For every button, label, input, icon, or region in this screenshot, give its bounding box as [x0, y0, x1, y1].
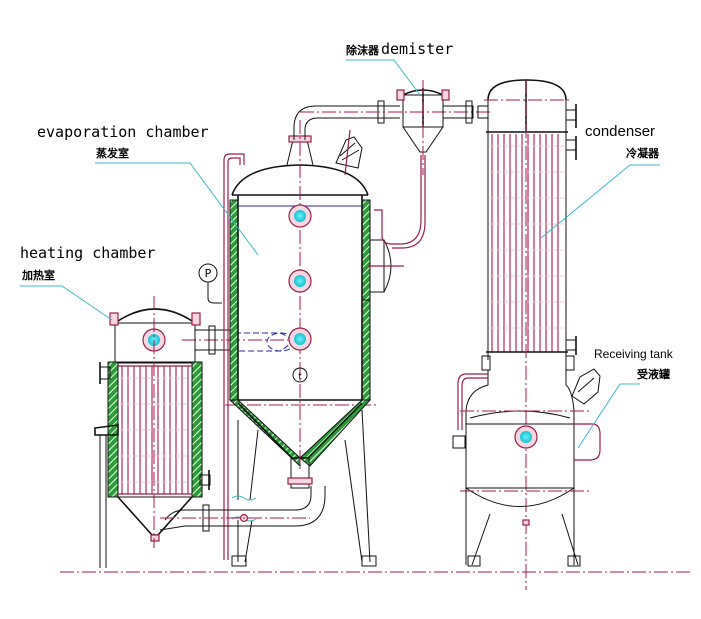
safety-valve	[335, 129, 363, 176]
evaporation-chamber-label-cn: 蒸发室	[96, 146, 129, 160]
receiving-tank-label-en: Receiving tank	[594, 347, 674, 361]
heating-chamber-label-cn: 加热室	[21, 268, 55, 282]
thermometer-icon	[292, 367, 308, 383]
receiving-tank-leader	[577, 383, 640, 449]
evaporation-chamber-label: evaporation chamber 蒸发室	[37, 123, 209, 160]
evaporation-chamber-label-en: evaporation chamber	[37, 123, 209, 141]
bolt	[191, 312, 201, 326]
heating-tubes	[120, 366, 190, 494]
sight-glass	[288, 269, 312, 293]
pressure-gauge: P	[198, 263, 222, 304]
condenser-label-cn: 冷凝器	[626, 146, 660, 160]
heating-chamber-label: heating chamber 加热室	[20, 244, 155, 282]
demister	[374, 80, 474, 249]
receiving-tank-label-cn: 受液罐	[637, 367, 670, 381]
sight-glass	[514, 425, 538, 449]
thermometer-symbol: t	[298, 372, 302, 382]
sight-glass	[288, 204, 312, 228]
demister-leader	[346, 59, 421, 96]
condenser	[477, 79, 577, 590]
sight-glass	[288, 327, 312, 351]
condenser-leader	[540, 164, 660, 239]
receiving-tank-label: Receiving tank 受液罐	[594, 347, 674, 381]
evaporation-chamber: t	[225, 120, 404, 567]
demister-label: 除沫器 demister	[346, 40, 453, 58]
heating-chamber-label-en: heating chamber	[20, 244, 155, 262]
demister-label-en: demister	[381, 40, 453, 58]
receiving-tank	[452, 368, 601, 567]
evaporation-chamber-leader	[95, 162, 259, 256]
condenser-tubes	[490, 134, 564, 352]
heating-chamber	[94, 296, 295, 568]
demister-label-cn: 除沫器	[346, 43, 380, 57]
pressure-gauge-symbol: P	[205, 267, 212, 280]
heating-chamber-leader	[20, 285, 113, 321]
steam-line	[223, 153, 245, 560]
circulation-pipe	[159, 486, 326, 532]
condenser-label: condenser 冷凝器	[585, 123, 660, 160]
condenser-label-en: condenser	[585, 123, 655, 140]
vapor-line-top	[293, 100, 490, 140]
